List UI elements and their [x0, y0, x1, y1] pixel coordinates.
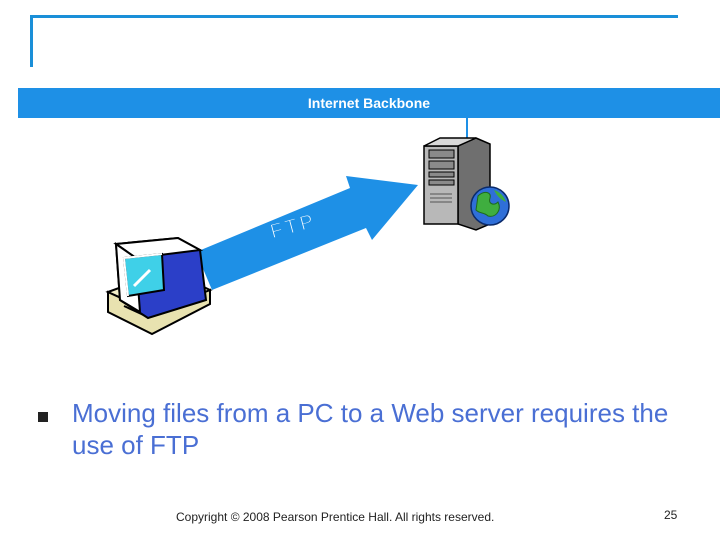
page-number: 25 [664, 508, 678, 522]
pc-computer-icon [105, 236, 213, 336]
backbone-connector-line [466, 118, 468, 142]
frame-left-rule [30, 15, 33, 67]
copyright-footer: Copyright © 2008 Pearson Prentice Hall. … [176, 510, 495, 524]
ftp-arrow [196, 176, 418, 290]
frame-top-rule [30, 15, 678, 18]
internet-backbone-bar: Internet Backbone [18, 88, 720, 118]
bullet-marker [38, 412, 48, 422]
bullet-text: Moving files from a PC to a Web server r… [72, 398, 669, 460]
web-server-icon [423, 137, 510, 231]
backbone-label: Internet Backbone [307, 95, 431, 111]
